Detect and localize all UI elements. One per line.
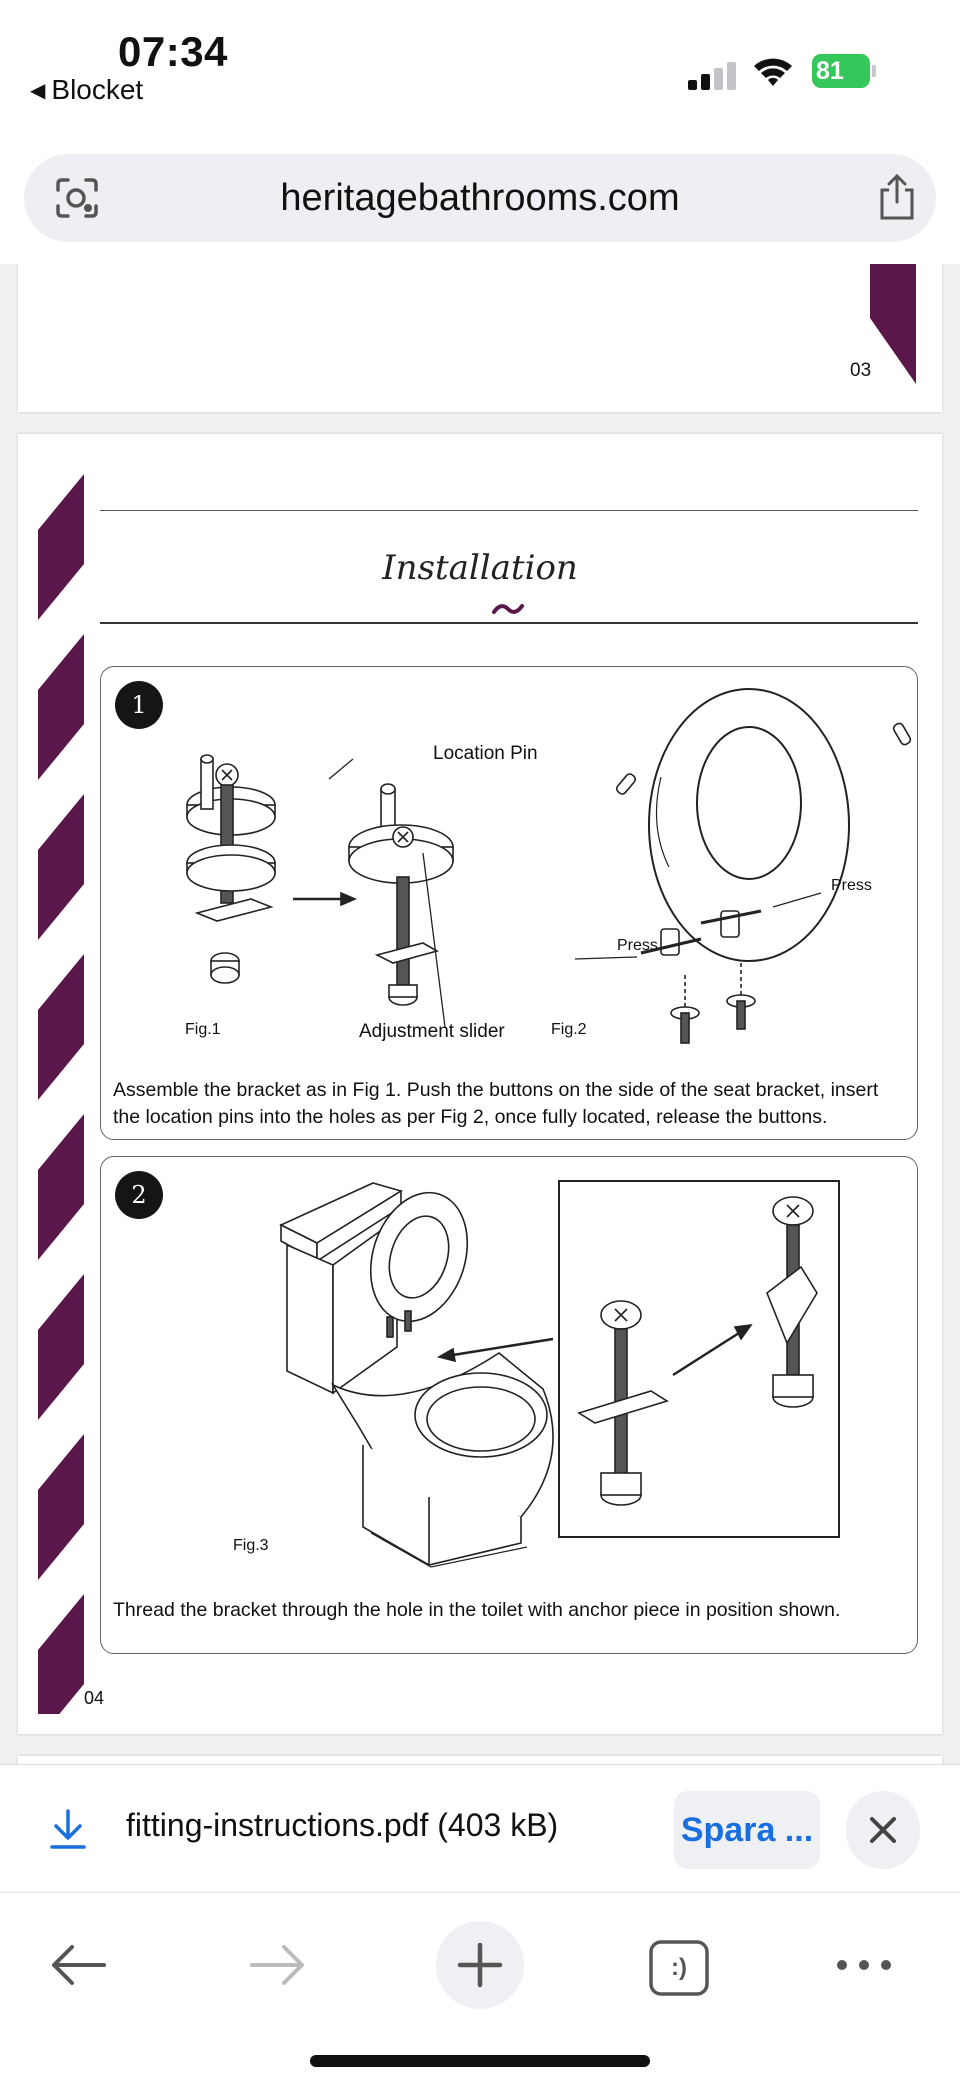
- corner-stripe-decoration: [870, 264, 916, 384]
- step-1-instructions: Assemble the bracket as in Fig 1. Push t…: [113, 1079, 879, 1128]
- step-2-panel: 2: [100, 1156, 918, 1654]
- download-filename[interactable]: fitting-instructions.pdf (403 kB): [126, 1807, 559, 1843]
- press-right-label: Press: [831, 877, 872, 894]
- step-1-panel: 1: [100, 666, 918, 1140]
- url-text[interactable]: heritagebathrooms.com: [280, 177, 680, 219]
- page-number: 03: [850, 360, 872, 381]
- address-bar[interactable]: heritagebathrooms.com: [24, 154, 936, 242]
- stripe-border-decoration: [38, 474, 84, 1714]
- bracket-assembly-illustration: [186, 688, 912, 1044]
- tabs-button[interactable]: :): [648, 1939, 710, 1997]
- adjustment-slider-label: Adjustment slider: [359, 1021, 505, 1042]
- pdf-page-installation: Installation 1: [18, 434, 942, 1734]
- home-indicator[interactable]: [310, 2055, 650, 2067]
- battery-charging-icon: 81: [812, 54, 876, 88]
- status-time: 07:34: [118, 28, 228, 75]
- section-title: Installation: [382, 548, 578, 588]
- fig-2-label: Fig.2: [551, 1021, 587, 1038]
- close-download-button[interactable]: [846, 1791, 920, 1869]
- page-number: 04: [84, 1688, 105, 1708]
- camera-lens-icon[interactable]: [54, 176, 100, 220]
- download-bar: fitting-instructions.pdf (403 kB) Spara …: [0, 1764, 960, 1892]
- new-tab-button[interactable]: [436, 1921, 524, 2009]
- fig-1-label: Fig.1: [185, 1021, 221, 1038]
- browser-toolbar: :): [0, 1892, 960, 2081]
- back-to-app-link[interactable]: ◀ Blocket: [30, 74, 143, 106]
- tabs-glyph: :): [671, 1954, 687, 1981]
- fig-3-label: Fig.3: [233, 1537, 269, 1554]
- pdf-viewer[interactable]: 03 Installation 1: [0, 264, 960, 1764]
- save-button[interactable]: Spara ...: [674, 1791, 820, 1869]
- step-2-instructions: Thread the bracket through the hole in t…: [113, 1599, 841, 1621]
- tilde-ornament: [492, 604, 524, 614]
- wifi-icon: [754, 58, 792, 86]
- step-number-badge: 1: [115, 681, 163, 729]
- forward-arrow-icon[interactable]: [246, 1939, 310, 1991]
- tabs-icon: [649, 1940, 709, 1996]
- back-triangle-icon: ◀: [30, 79, 46, 102]
- signal-icon: [688, 62, 736, 90]
- toilet-installation-illustration: [279, 1180, 840, 1568]
- press-left-label: Press: [617, 937, 658, 954]
- header-rule-bottom: [100, 622, 918, 624]
- status-bar: 07:34 ◀ Blocket 81: [0, 0, 960, 140]
- header-rule: [100, 510, 918, 511]
- share-icon[interactable]: [876, 172, 918, 222]
- pdf-page-next: [18, 1756, 942, 1764]
- battery-percent: 81: [816, 57, 844, 85]
- close-icon: [870, 1817, 896, 1843]
- more-icon[interactable]: [834, 1955, 894, 1975]
- plus-icon: [457, 1942, 503, 1988]
- pdf-page-previous: 03: [18, 264, 942, 412]
- back-arrow-icon[interactable]: [46, 1939, 110, 1991]
- step-number-badge: 2: [115, 1171, 163, 1219]
- location-pin-label: Location Pin: [433, 743, 538, 764]
- back-app-label: Blocket: [51, 74, 144, 105]
- download-arrow-icon[interactable]: [48, 1809, 88, 1851]
